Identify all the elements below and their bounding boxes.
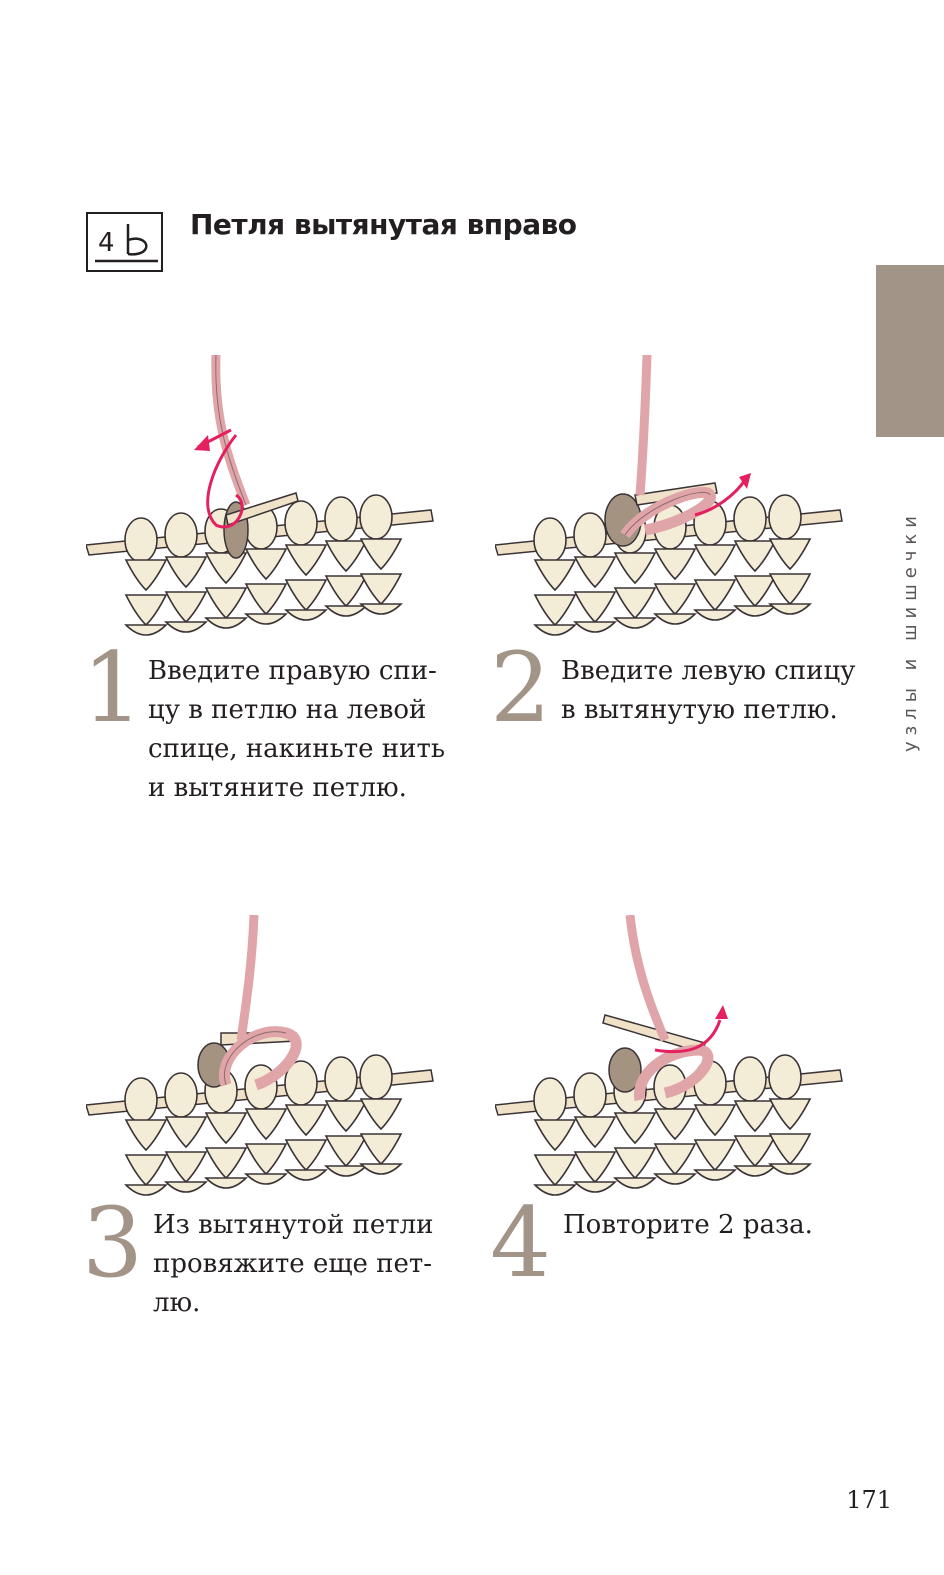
step-2-illustration [495, 355, 843, 636]
chapter-label: узлы и шишечки [900, 509, 921, 752]
step-2-number: 2 [490, 632, 552, 744]
step-4-illustration [495, 915, 843, 1196]
stitch-symbol: 4 [86, 212, 163, 272]
chapter-tab [876, 265, 944, 437]
step-4-text: Повторите 2 раза. [563, 1210, 813, 1240]
step-1-text: Введите правую спи- цу в петлю на левой … [148, 656, 445, 803]
step-2-text: Введите левую спицу в вытянутую петлю. [561, 656, 856, 725]
step-3-illustration [86, 915, 434, 1196]
stitch-symbol-number: 4 [98, 228, 115, 258]
step-1-illustration [86, 355, 434, 636]
step-3-text: Из вытянутой петли провяжите еще пет- лю… [153, 1210, 434, 1318]
step-3-number: 3 [82, 1187, 144, 1299]
page-number: 171 [846, 1486, 892, 1514]
step-4-number: 4 [490, 1187, 552, 1299]
step-1-number: 1 [82, 632, 144, 744]
page-title: Петля вытянутая вправо [190, 208, 577, 241]
pulled-loop-right-icon: 4 [95, 224, 158, 263]
